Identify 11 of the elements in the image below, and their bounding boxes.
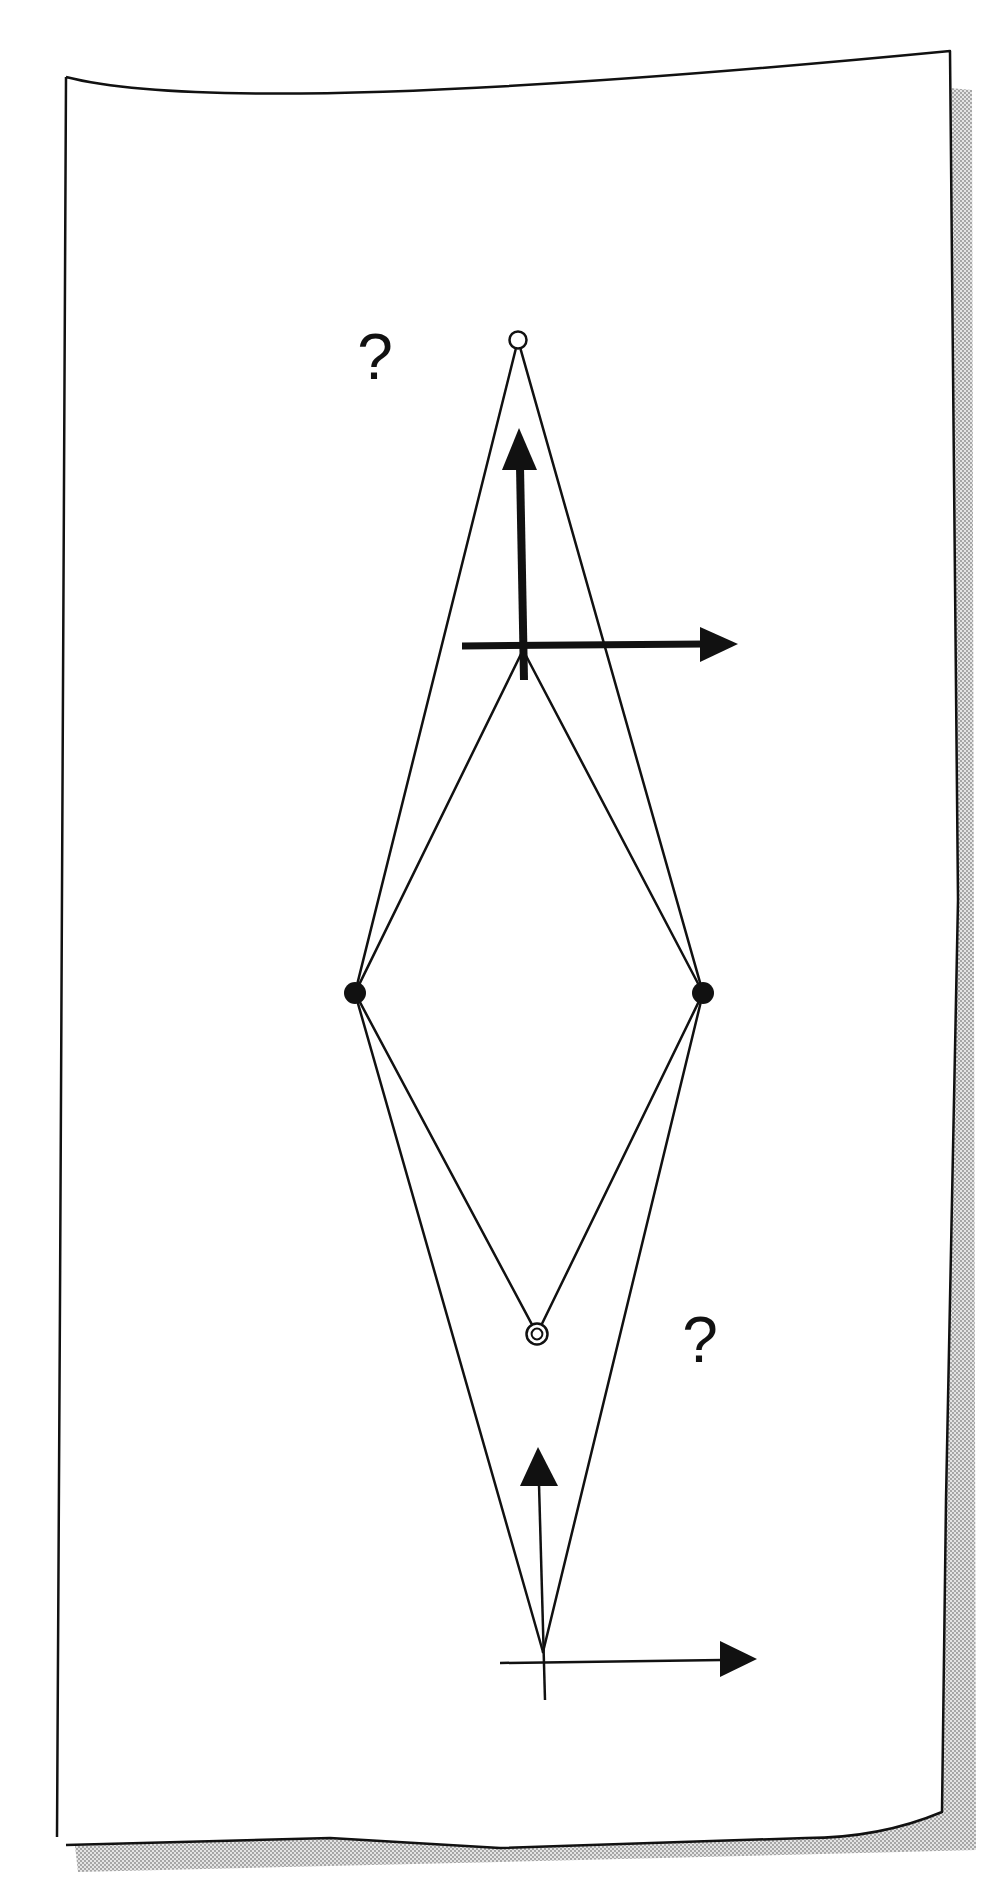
filled-dot — [692, 982, 714, 1004]
question-mark: ? — [357, 325, 393, 389]
open-circle — [508, 330, 528, 350]
filled-dot — [344, 982, 366, 1004]
double-ring — [525, 1322, 549, 1346]
connector-line — [519, 348, 702, 984]
connector-line — [358, 1001, 533, 1325]
question-mark: ? — [682, 1308, 718, 1372]
connector-line — [356, 348, 517, 984]
connector-line — [356, 1002, 545, 1654]
connector-line — [541, 1001, 700, 1325]
